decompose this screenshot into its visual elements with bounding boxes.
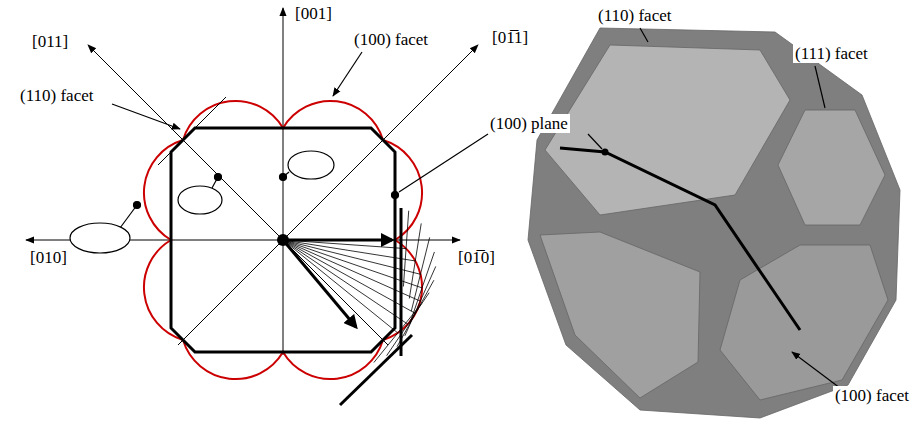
wulff-plane-line	[405, 266, 436, 335]
facet-label: (110) facet	[18, 86, 95, 105]
radial-line	[283, 240, 408, 324]
facet-line	[158, 97, 226, 165]
wulff-plane-line	[403, 211, 408, 287]
direction-label: [001]	[293, 4, 334, 23]
gamma-plot	[144, 101, 422, 379]
direction-label: [01̅0]	[456, 248, 497, 267]
facet-label: (111) facet	[793, 44, 870, 63]
plane-dot	[602, 149, 609, 156]
wulff-vectors	[283, 208, 412, 405]
plane-label: (100) plane	[488, 114, 570, 133]
wulff-plane-line	[387, 293, 429, 356]
direction-label: [010]	[28, 248, 69, 267]
wulff-plane-line	[410, 252, 435, 324]
crystal-polyhedron	[528, 28, 900, 418]
plane-trace	[560, 148, 800, 330]
direction-label: [011]	[30, 32, 70, 51]
direction-label: [01̅1]	[490, 28, 530, 47]
facet-label: (100) facet	[352, 30, 430, 49]
wulff-planes	[283, 211, 436, 363]
facet-label: (110) facet	[596, 6, 673, 25]
wulff-plane-line	[374, 303, 422, 362]
axes	[26, 8, 478, 355]
wulff-shape	[171, 128, 395, 352]
radial-line	[283, 240, 415, 313]
origin-dot	[277, 234, 289, 246]
leader-lines	[112, 28, 840, 388]
facet-label: (100) facet	[833, 386, 911, 405]
surface-markers	[70, 151, 399, 253]
radial-line	[283, 240, 398, 333]
radial-line	[283, 240, 415, 261]
